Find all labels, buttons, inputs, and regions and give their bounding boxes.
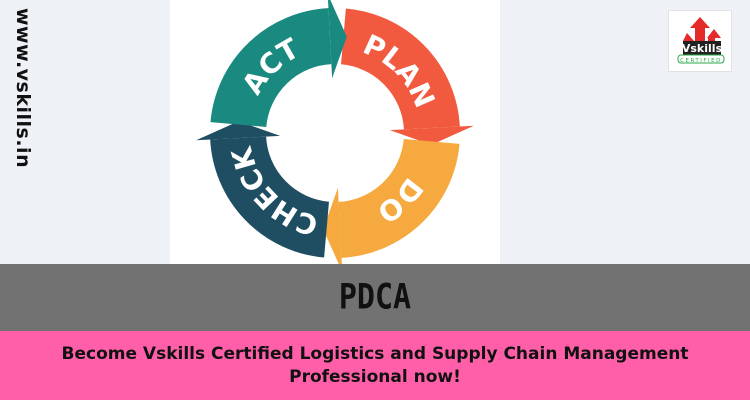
cta-banner: Become Vskills Certified Logistics and S… [0, 331, 750, 400]
arrowhead-plan [389, 125, 474, 145]
website-url: www.vskills.in [6, 8, 36, 168]
segment-plan [339, 8, 460, 131]
svg-text:Vskills: Vskills [682, 42, 723, 55]
segment-act [210, 8, 333, 129]
arrowhead-do [323, 187, 343, 272]
arrowhead-act [328, 0, 347, 79]
vskills-logo: Vskills CERTIFIED [668, 10, 732, 72]
segment-check [210, 135, 331, 258]
arrowhead-check [196, 121, 281, 141]
title-band: PDCA [0, 264, 750, 331]
page-title: PDCA [338, 277, 412, 318]
cta-text: Become Vskills Certified Logistics and S… [61, 343, 689, 387]
segment-do [337, 137, 460, 258]
vskills-logo-icon: Vskills CERTIFIED [677, 17, 725, 64]
website-url-text: www.vskills.in [12, 8, 34, 169]
svg-text:CERTIFIED: CERTIFIED [680, 58, 722, 64]
